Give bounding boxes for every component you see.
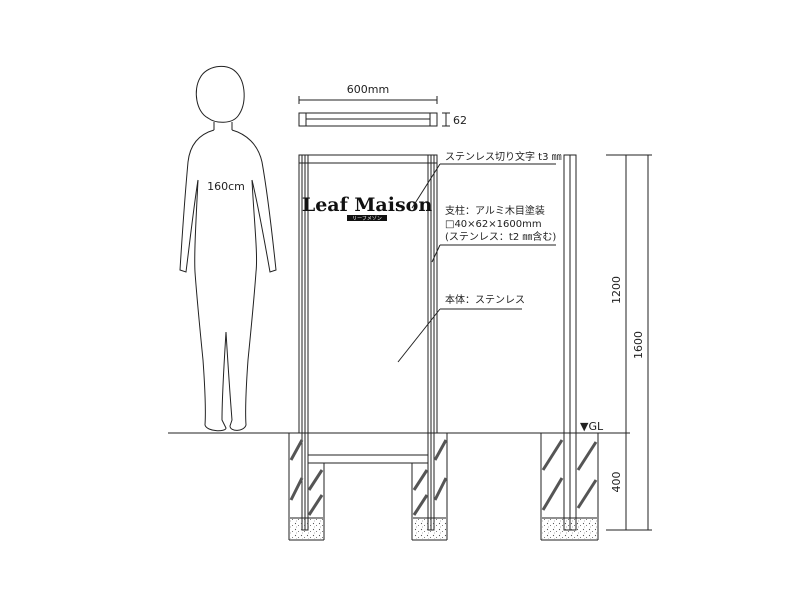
leader-lines	[397, 163, 556, 363]
left-foundation	[288, 433, 325, 541]
post-title-label: 支柱：アルミ木目塗装	[445, 204, 545, 217]
sign-sub-text: リーフメゾン	[352, 216, 382, 222]
ground-level-label: ▼GL	[580, 420, 604, 433]
vertical-dimensions	[606, 154, 652, 531]
body-note-label: 本体：ステンレス	[445, 293, 525, 306]
panel-width-label: 600mm	[347, 83, 389, 96]
panel-depth-label: 62	[453, 114, 467, 127]
letters-note-label: ステンレス切り文字 t3 ㎜	[445, 150, 562, 163]
post-size-label: □40×62×1600mm	[445, 219, 542, 230]
sign-logo-text: Leaf Maison	[302, 194, 432, 216]
dimension-400-label: 400	[610, 472, 623, 493]
side-view-post	[540, 154, 599, 541]
panel-top-view	[298, 96, 450, 127]
sign-sub-bar	[347, 215, 387, 221]
person-height-label: 160cm	[207, 180, 245, 193]
post-note-label: (ステンレス：t2 ㎜含む)	[445, 230, 556, 243]
dimension-1200-label: 1200	[610, 276, 623, 304]
person-silhouette	[179, 65, 277, 432]
dimension-1600-label: 1600	[632, 331, 645, 359]
right-foundation	[411, 433, 448, 541]
